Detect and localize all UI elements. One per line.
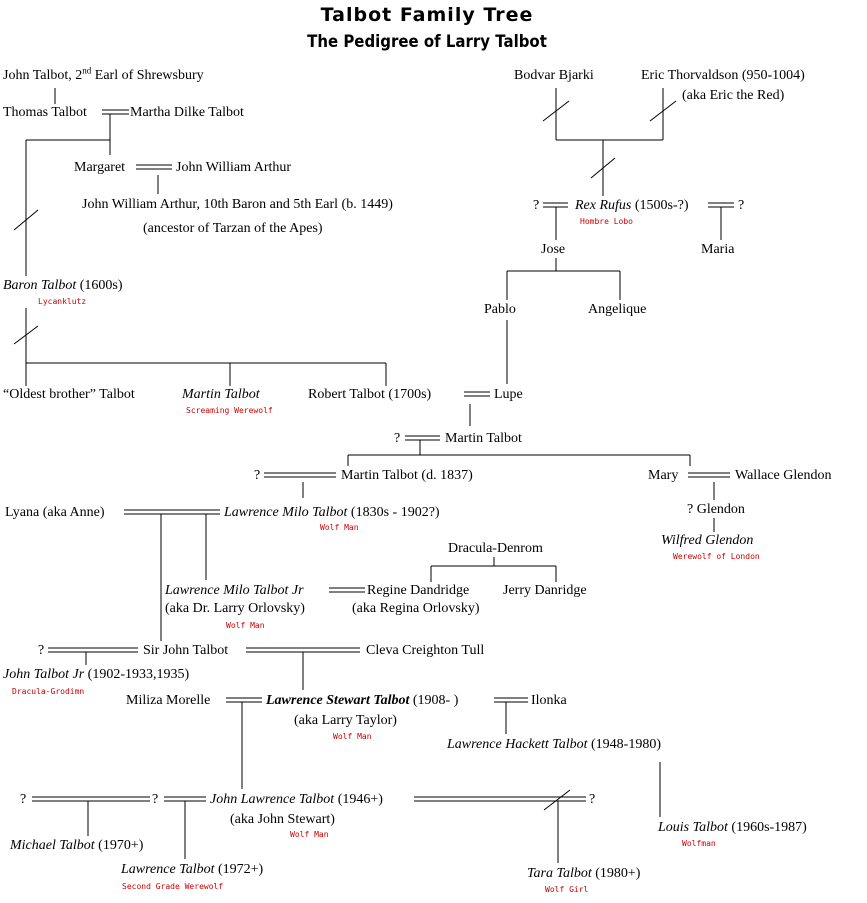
person-pablo: Pablo: [484, 302, 516, 317]
person-regine-dandridge: Regine Dandridge: [367, 583, 470, 598]
person-john-talbot-jr: John Talbot Jr (1902-1933,1935): [3, 667, 190, 682]
person-john-william-arthur-10th-baron: John William Arthur, 10th Baron and 5th …: [82, 197, 393, 212]
person-martin-talbot-screaming: Martin Talbot: [182, 387, 260, 402]
unknown-spouse-3: ?: [589, 792, 596, 807]
person-martha-dilke-talbot: Martha Dilke Talbot: [130, 105, 244, 120]
person-michael-talbot: Michael Talbot (1970+): [10, 838, 144, 853]
person-thomas-talbot: Thomas Talbot: [3, 105, 87, 120]
person-lawrence-hackett-talbot: Lawrence Hackett Talbot (1948-1980): [447, 737, 662, 752]
person-jose: Jose: [541, 242, 566, 257]
person-eric-thorvaldson: Eric Thorvaldson (950-1004): [641, 68, 805, 83]
person-angelique: Angelique: [588, 302, 647, 317]
person-martin-talbot-2: Martin Talbot: [445, 431, 522, 446]
unknown-spouse-2: ?: [152, 792, 159, 807]
person-martin-talbot-d1837: Martin Talbot (d. 1837): [341, 468, 473, 483]
note-ancestor-of-tarzan: (ancestor of Tarzan of the Apes): [143, 221, 323, 236]
note-dr-larry-orlovsky: (aka Dr. Larry Orlovsky): [165, 601, 305, 616]
person-wallace-glendon: Wallace Glendon: [735, 468, 832, 483]
page-title: Talbot Family Tree: [320, 4, 534, 26]
page-subtitle: The Pedigree of Larry Talbot: [307, 32, 547, 52]
person-dracula-denrom: Dracula-Denrom: [448, 541, 543, 556]
person-lupe: Lupe: [494, 387, 523, 402]
tag-wolf-man-2: Wolf Man: [226, 621, 265, 630]
unknown-spouse-martin-3: ?: [254, 468, 261, 483]
note-regina-orlovsky: (aka Regina Orlovsky): [352, 601, 480, 616]
person-lawrence-talbot-1972: Lawrence Talbot (1972+): [121, 862, 264, 877]
person-lawrence-milo-talbot-jr: Lawrence Milo Talbot Jr: [165, 583, 304, 598]
person-wilfred-glendon: Wilfred Glendon: [661, 533, 754, 548]
person-lawrence-stewart-talbot: Lawrence Stewart Talbot (1908- ): [266, 693, 459, 708]
person-baron-talbot: Baron Talbot (1600s): [3, 278, 123, 293]
tag-hombre-lobo: Hombre Lobo: [580, 217, 633, 226]
person-john-lawrence-talbot: John Lawrence Talbot (1946+): [210, 792, 383, 807]
person-oldest-brother-talbot: “Oldest brother” Talbot: [3, 387, 135, 402]
person-cleva-creighton-tull: Cleva Creighton Tull: [366, 643, 485, 658]
note-john-stewart: (aka John Stewart): [230, 812, 335, 827]
unknown-spouse-martin-2: ?: [394, 431, 401, 446]
person-margaret: Margaret: [74, 160, 126, 175]
person-lyana: Lyana (aka Anne): [5, 505, 105, 520]
tag-wolf-man-1: Wolf Man: [320, 523, 359, 532]
person-unknown-glendon: ? Glendon: [687, 502, 745, 517]
tag-dracula-grodimn: Dracula-Grodimn: [12, 687, 85, 696]
unknown-spouse-rex-2: ?: [738, 198, 745, 213]
person-john-talbot-2nd-earl: John Talbot, 2nd Earl of Shrewsbury: [3, 65, 204, 83]
note-eric-the-red: (aka Eric the Red): [682, 88, 785, 103]
person-bodvar-bjarki: Bodvar Bjarki: [514, 68, 594, 83]
person-ilonka: Ilonka: [531, 693, 567, 708]
person-robert-talbot: Robert Talbot (1700s): [308, 387, 432, 402]
note-larry-taylor: (aka Larry Taylor): [294, 713, 397, 728]
person-lawrence-milo-talbot: Lawrence Milo Talbot (1830s - 1902?): [224, 505, 440, 520]
person-jerry-danridge: Jerry Danridge: [503, 583, 587, 598]
person-tara-talbot: Tara Talbot (1980+): [527, 866, 641, 881]
person-louis-talbot: Louis Talbot (1960s-1987): [658, 820, 807, 835]
unknown-spouse-1: ?: [20, 792, 27, 807]
person-sir-john-talbot: Sir John Talbot: [143, 643, 229, 658]
tag-second-grade-werewolf: Second Grade Werewolf: [122, 882, 224, 891]
person-rex-rufus: Rex Rufus (1500s-?): [575, 198, 689, 213]
person-maria: Maria: [701, 242, 735, 257]
tag-wolfman: Wolfman: [682, 839, 716, 848]
tag-wolf-man-4: Wolf Man: [290, 830, 329, 839]
person-john-william-arthur: John William Arthur: [176, 160, 292, 175]
tag-screaming-werewolf: Screaming Werewolf: [186, 406, 273, 415]
tag-lycanklutz: Lycanklutz: [38, 297, 87, 306]
tag-wolf-man-3: Wolf Man: [333, 732, 372, 741]
unknown-spouse-rex-1: ?: [533, 198, 540, 213]
tag-wolf-girl: Wolf Girl: [545, 885, 589, 894]
unknown-spouse-sir-john: ?: [38, 643, 45, 658]
person-mary: Mary: [648, 468, 679, 483]
tag-werewolf-of-london: Werewolf of London: [673, 552, 760, 561]
person-miliza-morelle: Miliza Morelle: [126, 693, 211, 708]
